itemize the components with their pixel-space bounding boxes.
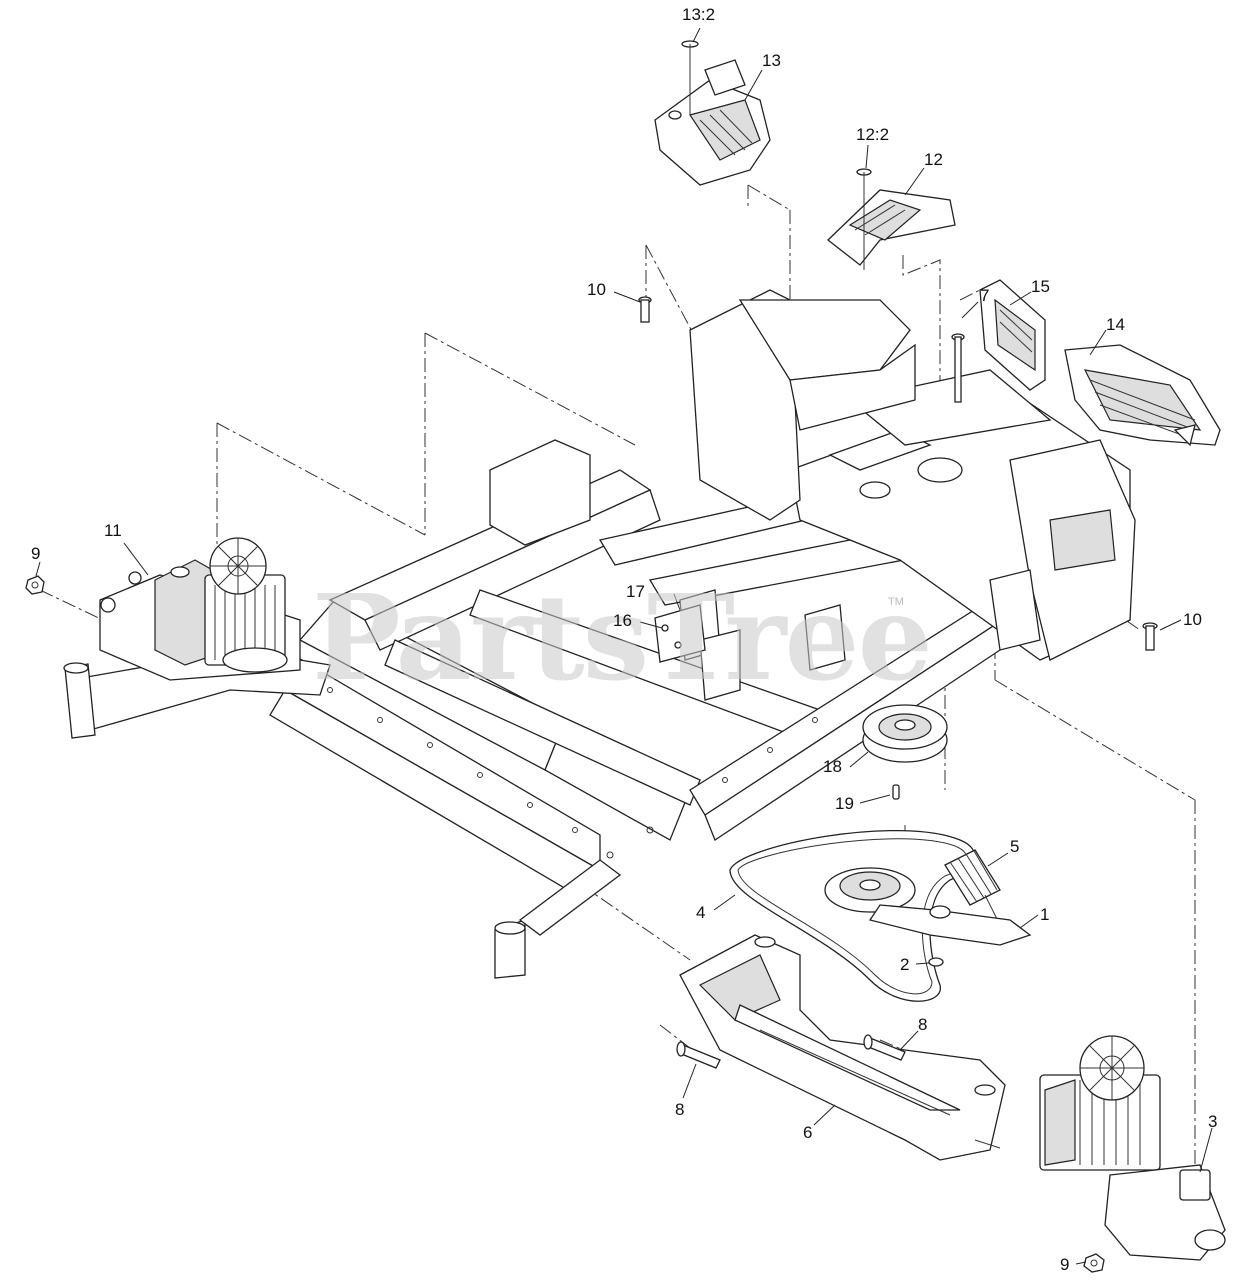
callout-7: 7 [980,286,990,305]
leader-lines [35,27,1213,1265]
part-5-spring [944,849,1001,926]
part-11-left-hydro-transmission [99,537,301,681]
part-13-shield [654,59,771,186]
callout-15: 15 [1031,277,1050,296]
part-2-washer [928,957,944,967]
callout-18: 18 [823,757,842,776]
callout-11: 11 [104,521,122,540]
part-17-bracket [654,604,706,663]
callout-2: 2 [900,955,910,974]
callout-3: 3 [1208,1112,1218,1131]
part-6-bracket [679,934,1006,1161]
callout-13: 13 [762,51,781,70]
part-13-2-pin [681,40,699,115]
callout-1: 1 [1040,905,1050,924]
callout-5: 5 [1010,837,1020,856]
callout-12: 12 [924,150,943,169]
part-8-pin-left [676,1041,721,1069]
part-10-bolt-right [1142,622,1158,651]
callout-10-right: 10 [1183,610,1202,629]
part-12-shield [827,189,956,266]
part-15-side-shield [979,279,1046,391]
callout-14: 14 [1106,315,1125,334]
part-8-pin-right [863,1034,906,1061]
callout-12-2: 12:2 [856,125,890,144]
callout-16: 16 [613,611,632,630]
callout-8-right: 8 [918,1015,928,1034]
part-9-nut-right [1083,1253,1105,1273]
part-7-bolt [951,333,965,403]
part-14-large-shield [1064,344,1221,447]
callout-13-2: 13:2 [682,5,716,24]
part-1-idler-arm [824,867,1032,946]
callout-6: 6 [803,1123,813,1142]
callout-17: 17 [626,582,645,601]
part-19-key [892,784,900,800]
part-10-bolt-upper [638,296,652,323]
trademark-mark: TM [888,596,904,608]
part-18-pulley [862,704,948,763]
partstree-watermark: PartsTree [312,568,933,707]
part-3-right-hydro-transmission [1039,1035,1226,1261]
part-9-nut-left [25,575,45,595]
callout-4: 4 [696,903,706,922]
callout-19: 19 [835,794,854,813]
callout-8-left: 8 [675,1100,685,1119]
callout-9-left: 9 [31,544,41,563]
callout-9-right: 9 [1060,1255,1070,1274]
callout-10-upper: 10 [587,280,606,299]
part-12-2-pin [856,168,872,270]
